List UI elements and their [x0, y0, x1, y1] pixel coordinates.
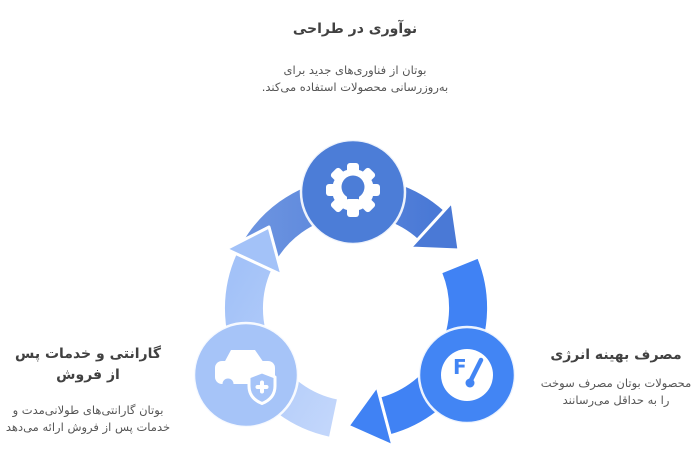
energy-description-line1: محصولات بوتان مصرف سوخت	[540, 376, 692, 390]
warranty-description: بوتان گارانتی‌های طولانی‌مدت و خدمات پس …	[0, 402, 176, 436]
warranty-description-line1: بوتان گارانتی‌های طولانی‌مدت و	[12, 403, 164, 417]
section-warranty: گارانتی و خدمات پس از فروش بوتان گارانتی…	[0, 344, 176, 436]
energy-title: مصرف بهینه انرژی	[550, 347, 682, 363]
car-shield-plus-icon	[215, 350, 277, 405]
warranty-title: گارانتی و خدمات پس از فروش	[0, 344, 176, 386]
arrowhead-to-innovation	[224, 225, 284, 277]
node-energy: F	[417, 325, 517, 425]
warranty-description-line2: خدمات پس از فروش ارائه می‌دهد	[5, 420, 171, 434]
innovation-description-line2: به‌روزرسانی محصولات استفاده می‌کند.	[261, 80, 449, 94]
innovation-title: نوآوری در طراحی	[292, 21, 418, 37]
arrowhead-to-energy	[408, 200, 461, 252]
fuel-gauge-icon: F	[441, 349, 493, 401]
cycle-arrowheads	[224, 200, 461, 448]
energy-description-line2: را به حداقل می‌رسانند	[562, 393, 670, 407]
gear-lightbulb-icon	[326, 163, 380, 217]
section-innovation: نوآوری در طراحی بوتان از فناوری‌های جدید…	[155, 19, 555, 96]
section-energy: مصرف بهینه انرژی محصولات بوتان مصرف سوخت…	[532, 345, 700, 409]
node-innovation	[299, 138, 407, 246]
gauge-letter: F	[453, 355, 467, 379]
innovation-description: بوتان از فناوری‌های جدید برای به‌روزرسان…	[155, 62, 555, 96]
node-warranty	[192, 321, 300, 429]
energy-description: محصولات بوتان مصرف سوخت را به حداقل می‌ر…	[532, 375, 700, 409]
shield-plus-badge	[247, 370, 277, 405]
warranty-title-line2: از فروش	[56, 367, 120, 383]
arrowhead-to-warranty	[346, 384, 395, 448]
warranty-title-line1: گارانتی و خدمات پس	[15, 346, 161, 362]
innovation-description-line1: بوتان از فناوری‌های جدید برای	[283, 63, 427, 77]
